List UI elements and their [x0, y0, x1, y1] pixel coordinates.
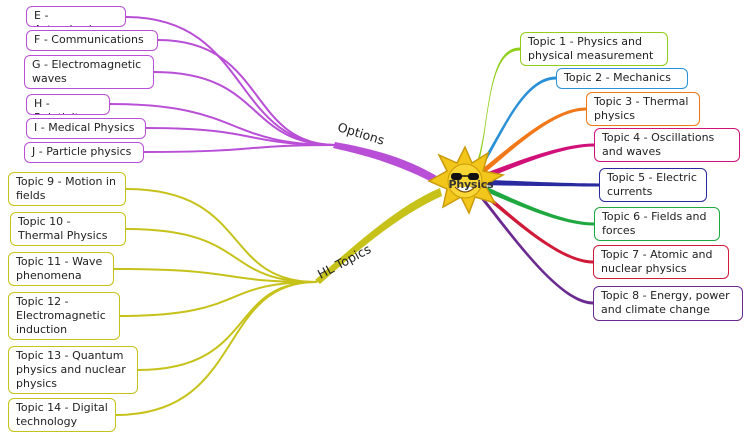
core-node-topic-5[interactable]: Topic 5 - Electric currents [599, 168, 707, 202]
core-branch-5 [468, 179, 599, 187]
options-sub-branch-1 [157, 39, 337, 146]
center-node-label: Physics [448, 178, 494, 191]
core-node-topic-7[interactable]: Topic 7 - Atomic and nuclear physics [593, 245, 729, 279]
options-sub-branch-2 [153, 71, 337, 146]
core-node-topic-6[interactable]: Topic 6 - Fields and forces [594, 207, 720, 241]
option-node-communications[interactable]: F - Communications [26, 30, 158, 51]
core-node-topic-8[interactable]: Topic 8 - Energy, power and climate chan… [593, 286, 743, 321]
option-node-medical-physics[interactable]: I - Medical Physics [26, 118, 146, 139]
core-node-topic-1[interactable]: Topic 1 - Physics and physical measureme… [520, 32, 668, 66]
hl-sub-branch-1 [125, 228, 317, 283]
hl-sub-branch-0 [125, 188, 317, 283]
options-main-branch [333, 142, 440, 186]
option-node-astrophysics[interactable]: E - Astrophysics [26, 6, 126, 27]
hl-sub-branch-3 [119, 281, 317, 317]
option-node-particle-physics[interactable]: J - Particle physics [24, 142, 144, 163]
hl-sub-branch-4 [137, 281, 317, 371]
option-node-relativity[interactable]: H - Relativity [26, 94, 110, 115]
hl-node-topic-9[interactable]: Topic 9 - Motion in fields [8, 172, 126, 206]
core-node-topic-4[interactable]: Topic 4 - Oscillations and waves [594, 128, 740, 162]
core-branch-1 [468, 47, 520, 186]
hl-sub-branch-2 [113, 268, 317, 283]
hl-sub-branch-5 [115, 281, 317, 416]
core-node-topic-2[interactable]: Topic 2 - Mechanics [556, 68, 688, 89]
options-sub-branch-5 [143, 144, 337, 153]
hl-node-topic-11[interactable]: Topic 11 - Wave phenomena [8, 252, 114, 286]
hl-node-topic-13[interactable]: Topic 13 - Quantum physics and nuclear p… [8, 346, 138, 394]
hl-main-branch [315, 188, 442, 284]
core-node-topic-3[interactable]: Topic 3 - Thermal physics [586, 92, 700, 126]
sun-mascot-icon [427, 145, 505, 215]
hl-node-topic-14[interactable]: Topic 14 - Digital technology [8, 398, 116, 432]
option-node-electromagnetic-waves[interactable]: G - Electromagnetic waves [24, 55, 154, 89]
hl-node-topic-12[interactable]: Topic 12 - Electromagnetic induction [8, 292, 120, 340]
options-sub-branch-4 [145, 127, 337, 146]
hl-node-topic-10[interactable]: Topic 10 - Thermal Physics [10, 212, 126, 246]
